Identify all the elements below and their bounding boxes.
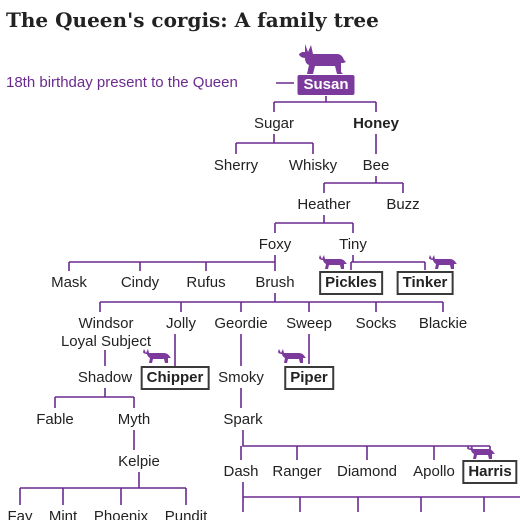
founder-note: 18th birthday present to the Queen [6, 74, 238, 91]
dog-node-cindy: Cindy [120, 274, 160, 291]
dog-node-whisky: Whisky [288, 157, 338, 174]
dog-node-mint: Mint [48, 508, 78, 520]
dog-node-blackie: Blackie [418, 315, 468, 332]
dog-node-sherry: Sherry [213, 157, 259, 174]
dog-node-ranger: Ranger [272, 463, 322, 480]
dog-node-shadow: Shadow [77, 369, 133, 386]
dog-node-myth: Myth [117, 411, 151, 428]
dog-node-loyal-subject: Loyal Subject [60, 333, 152, 350]
dog-node-geordie: Geordie [214, 315, 268, 332]
dog-node-rufus: Rufus [186, 274, 226, 291]
dog-node-apollo: Apollo [413, 463, 455, 480]
connector-dash-children [242, 482, 520, 512]
dog-node-honey: Honey [353, 115, 399, 132]
connector-spark-children [240, 430, 491, 460]
dog-node-chipper: Chipper [140, 366, 210, 390]
dog-node-buzz: Buzz [386, 196, 420, 213]
dog-node-pundit: Pundit [164, 508, 208, 520]
dog-node-diamond: Diamond [336, 463, 398, 480]
dog-node-fable: Fable [36, 411, 74, 428]
dog-node-jolly: Jolly [165, 315, 197, 332]
connector-susan-children [273, 96, 377, 112]
dog-node-windsor: Windsor [78, 315, 134, 332]
dog-node-pickles: Pickles [319, 271, 383, 295]
connector-foxy-children [68, 255, 276, 271]
connector-heather-children [274, 215, 354, 233]
dog-node-foxy: Foxy [258, 236, 292, 253]
corgi-icon-harris [467, 445, 495, 459]
corgi-icon-pickles [319, 255, 347, 269]
dog-node-susan: Susan [297, 75, 355, 95]
dog-node-piper: Piper [284, 366, 334, 390]
dog-node-tinker: Tinker [396, 271, 454, 295]
dog-node-kelpie: Kelpie [118, 453, 160, 470]
connector-kelpie-children [19, 472, 187, 505]
dog-node-socks: Socks [355, 315, 397, 332]
corgi-icon-chipper [143, 349, 171, 363]
connector-tiny-children [350, 255, 426, 270]
connector-brush-children [99, 293, 444, 312]
dog-node-dash: Dash [223, 463, 259, 480]
dog-node-fay: Fay [7, 508, 33, 520]
dog-node-brush: Brush [255, 274, 295, 291]
corgi-icon-piper [278, 349, 306, 363]
dog-node-mask: Mask [51, 274, 87, 291]
dog-node-spark: Spark [223, 411, 263, 428]
page-title: The Queen's corgis: A family tree [6, 8, 379, 32]
dog-node-smoky: Smoky [218, 369, 264, 386]
dog-node-tiny: Tiny [339, 236, 367, 253]
dog-node-sugar: Sugar [253, 115, 295, 132]
connector-sugar-children [235, 134, 314, 154]
corgi-icon-large [299, 44, 346, 74]
dog-node-phoenix: Phoenix [93, 508, 149, 520]
connector-shadow-children [54, 388, 135, 408]
dog-node-sweep: Sweep [286, 315, 332, 332]
corgi-icon-tinker [429, 255, 457, 269]
dog-node-heather: Heather [297, 196, 351, 213]
dog-node-harris: Harris [462, 460, 518, 484]
dog-node-bee: Bee [362, 157, 390, 174]
connector-bee-children [323, 176, 404, 193]
